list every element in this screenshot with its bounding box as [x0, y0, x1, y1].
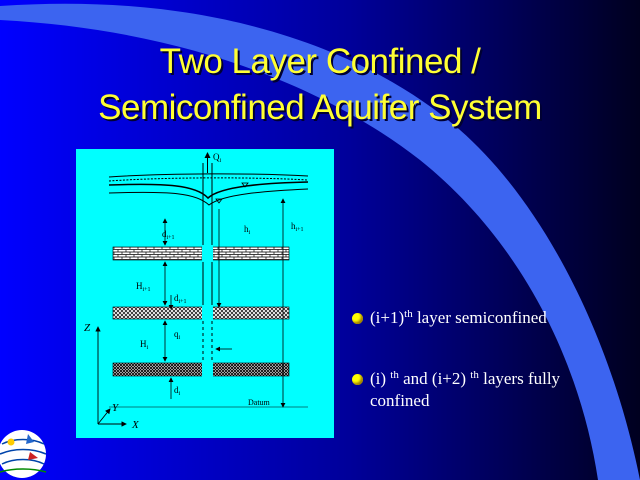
- bullet-text-2: (i) th and (i+2) th layers fully confine…: [370, 369, 561, 410]
- yellow-dot-icon: [352, 313, 363, 324]
- label-q-well: Qi: [213, 152, 222, 164]
- axis-label-x: X: [131, 419, 140, 431]
- piezometric-surface-lower: [108, 188, 309, 206]
- confining-layer-top: [112, 246, 290, 261]
- coordinate-axes: [95, 326, 127, 427]
- water-level-marker: [215, 198, 223, 204]
- axis-label-z: Z: [84, 322, 91, 334]
- slide-title-line-2: Semiconfined Aquifer System: [98, 88, 542, 127]
- label-H-mid: Hi: [140, 339, 149, 351]
- ground-surface: [108, 173, 309, 182]
- globe-logo-icon: [0, 430, 47, 478]
- label-h-i1: hi+1: [291, 221, 304, 233]
- water-level-marker: [241, 182, 249, 188]
- semiconfining-layer: [112, 306, 290, 320]
- label-H-top: Hi+1: [136, 281, 151, 293]
- yellow-dot-icon: [352, 374, 363, 385]
- label-d-top: di+1: [162, 229, 175, 241]
- aquifer-diagram: Qi di+1 hi hi+1 Hi+1 di+1 qi Hi di Datum…: [84, 152, 309, 431]
- axis-label-y: Y: [112, 402, 120, 414]
- label-h-i: hi: [244, 224, 251, 236]
- label-datum: Datum: [248, 398, 271, 407]
- dimension-lines: [162, 198, 286, 408]
- accent-swoosh: [0, 3, 640, 480]
- confining-layer-bottom: [112, 362, 290, 377]
- slide-title-line-1: Two Layer Confined /: [159, 42, 481, 81]
- bullet-text-1: (i+1)th layer semiconfined: [370, 308, 547, 327]
- aquifer-diagram-panel: Qi di+1 hi hi+1 Hi+1 di+1 qi Hi di Datum…: [76, 149, 334, 438]
- bullet-item-2: (i) th and (i+2) th layers fully confine…: [352, 368, 612, 412]
- bullet-item-1: (i+1)th layer semiconfined: [352, 307, 547, 329]
- piezometric-surface-upper: [108, 181, 309, 200]
- label-d-bot: di: [174, 385, 181, 397]
- label-d-mid: di+1: [174, 293, 187, 305]
- label-q-leak: qi: [174, 329, 181, 341]
